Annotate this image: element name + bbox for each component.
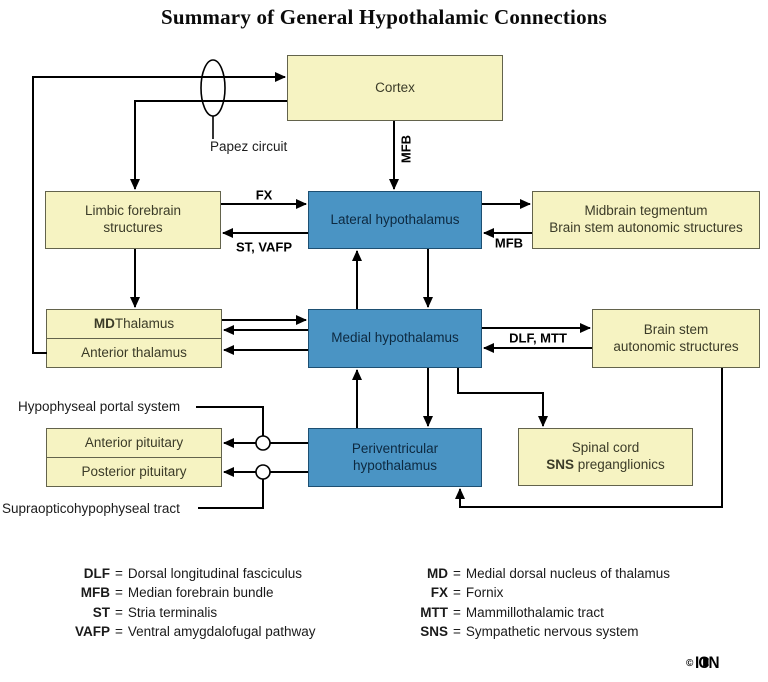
logo-letter-i: I	[695, 653, 699, 672]
node-anterior-pituitary: Anterior pituitary	[47, 429, 221, 457]
posterior-pituitary-label: Posterior pituitary	[81, 463, 187, 479]
papez-circuit-label: Papez circuit	[210, 139, 288, 154]
node-medial-label: Medial hypothalamus	[331, 330, 459, 346]
legend-abbr: MTT	[420, 604, 448, 620]
legend-definition: Median forebrain bundle	[127, 585, 274, 601]
mfb-midbrain-label: MFB	[494, 235, 524, 251]
node-anterior-thalamus: Anterior thalamus	[47, 338, 221, 367]
fx-label: FX	[255, 187, 273, 203]
icon-logo-letters: ICN	[695, 653, 720, 673]
md-rest: Thalamus	[114, 315, 175, 331]
legend-right-column: MD = Medial dorsal nucleus of thalamus F…	[400, 564, 670, 642]
node-periventricular-line2: hypothalamus	[352, 457, 438, 473]
edge-medial-to-spinalcord	[457, 368, 548, 427]
node-limbic-forebrain: Limbic forebrain structures	[45, 191, 221, 249]
node-brainstem-line2: autonomic structures	[613, 338, 739, 354]
node-midbrain-tegmentum: Midbrain tegmentum Brain stem autonomic …	[532, 191, 760, 249]
legend-abbr: FX	[430, 585, 448, 601]
legend-definition: Dorsal longitudinal fasciculus	[127, 566, 302, 581]
legend-row-mfb: MFB = Median forebrain bundle	[62, 583, 316, 602]
node-brainstem-autonomic: Brain stem autonomic structures	[592, 309, 760, 368]
icon-publisher-logo: © ICN	[686, 653, 722, 673]
anterior-thalamus-label: Anterior thalamus	[81, 344, 187, 360]
logo-letter-n: N	[708, 653, 720, 672]
node-limbic-line1: Limbic forebrain	[84, 203, 182, 219]
legend-definition: Medial dorsal nucleus of thalamus	[465, 566, 670, 581]
legend-definition: Fornix	[465, 585, 504, 601]
legend-row-st: ST = Stria terminalis	[62, 603, 316, 622]
legend-abbr: MFB	[80, 585, 110, 601]
logo-letter-c: C	[699, 653, 710, 673]
logo-square-shape	[703, 658, 709, 666]
node-periventricular-hypothalamus: Periventricular hypothalamus	[308, 428, 482, 487]
node-posterior-pituitary: Posterior pituitary	[47, 457, 221, 486]
legend-row-sns: SNS = Sympathetic nervous system	[400, 622, 670, 641]
node-pituitary-group: Anterior pituitary Posterior pituitary	[46, 428, 222, 487]
node-cortex: Cortex	[287, 55, 503, 121]
node-spinal-line1: Spinal cord	[571, 440, 640, 456]
legend-definition: Stria terminalis	[127, 604, 218, 620]
node-midbrain-line1: Midbrain tegmentum	[584, 203, 708, 219]
supraopticohypophyseal-node-circle	[255, 464, 271, 480]
legend-equals: =	[453, 566, 461, 581]
legend-equals: =	[115, 624, 123, 640]
legend-definition: Sympathetic nervous system	[465, 624, 639, 640]
legend-abbr: SNS	[420, 624, 448, 640]
node-midbrain-line2: Brain stem autonomic structures	[549, 220, 743, 235]
legend-left-column: DLF = Dorsal longitudinal fasciculus MFB…	[62, 564, 316, 642]
legend-equals: =	[453, 585, 461, 601]
legend-row-mtt: MTT = Mammillothalamic tract	[400, 603, 670, 622]
legend-row-dlf: DLF = Dorsal longitudinal fasciculus	[62, 564, 316, 583]
node-spinal-line2: SNS preganglionics	[546, 457, 665, 474]
node-lateral-label: Lateral hypothalamus	[330, 211, 460, 227]
legend-abbr: ST	[92, 604, 110, 620]
dlf-mtt-label: DLF, MTT	[509, 330, 567, 346]
node-md-thalamus: MD Thalamus	[47, 310, 221, 338]
md-abbr: MD	[93, 315, 115, 331]
anterior-pituitary-label: Anterior pituitary	[84, 434, 184, 450]
legend-abbr: VAFP	[74, 624, 110, 640]
legend-row-md: MD = Medial dorsal nucleus of thalamus	[400, 564, 670, 583]
legend-equals: =	[115, 585, 123, 601]
legend-definition: Mammillothalamic tract	[465, 604, 604, 620]
legend-equals: =	[115, 566, 123, 581]
legend-definition: Ventral amygdalofugal pathway	[127, 624, 316, 640]
hypophyseal-portal-node-circle	[255, 435, 271, 451]
node-cortex-label: Cortex	[375, 79, 415, 95]
papez-circuit-ellipse	[200, 59, 226, 117]
legend-equals: =	[115, 604, 123, 620]
legend-equals: =	[453, 604, 461, 620]
page-title: Summary of General Hypothalamic Connecti…	[160, 5, 608, 29]
legend-row-fx: FX = Fornix	[400, 583, 670, 602]
node-periventricular-line1: Periventricular	[351, 440, 439, 456]
copyright-icon: ©	[686, 657, 694, 669]
sns-abbr: SNS	[546, 457, 574, 472]
supraopticohypophyseal-label: Supraopticohypophyseal tract	[2, 501, 180, 516]
node-lateral-hypothalamus: Lateral hypothalamus	[308, 191, 482, 249]
node-medial-hypothalamus: Medial hypothalamus	[308, 309, 482, 368]
mfb-cortex-label: MFB	[398, 134, 414, 164]
legend-abbr: DLF	[83, 566, 110, 581]
legend-abbr: MD	[427, 566, 448, 581]
node-brainstem-line1: Brain stem	[643, 321, 709, 337]
hypophyseal-portal-label: Hypophyseal portal system	[18, 399, 181, 414]
node-thalamus-group: MD Thalamus Anterior thalamus	[46, 309, 222, 368]
legend-row-vafp: VAFP = Ventral amygdalofugal pathway	[62, 622, 316, 641]
st-vafp-label: ST, VAFP	[235, 239, 293, 255]
node-spinal-cord: Spinal cord SNS preganglionics	[518, 428, 693, 486]
sns-rest: preganglionics	[573, 457, 665, 472]
legend-equals: =	[453, 624, 461, 640]
node-limbic-line2: structures	[103, 220, 163, 235]
